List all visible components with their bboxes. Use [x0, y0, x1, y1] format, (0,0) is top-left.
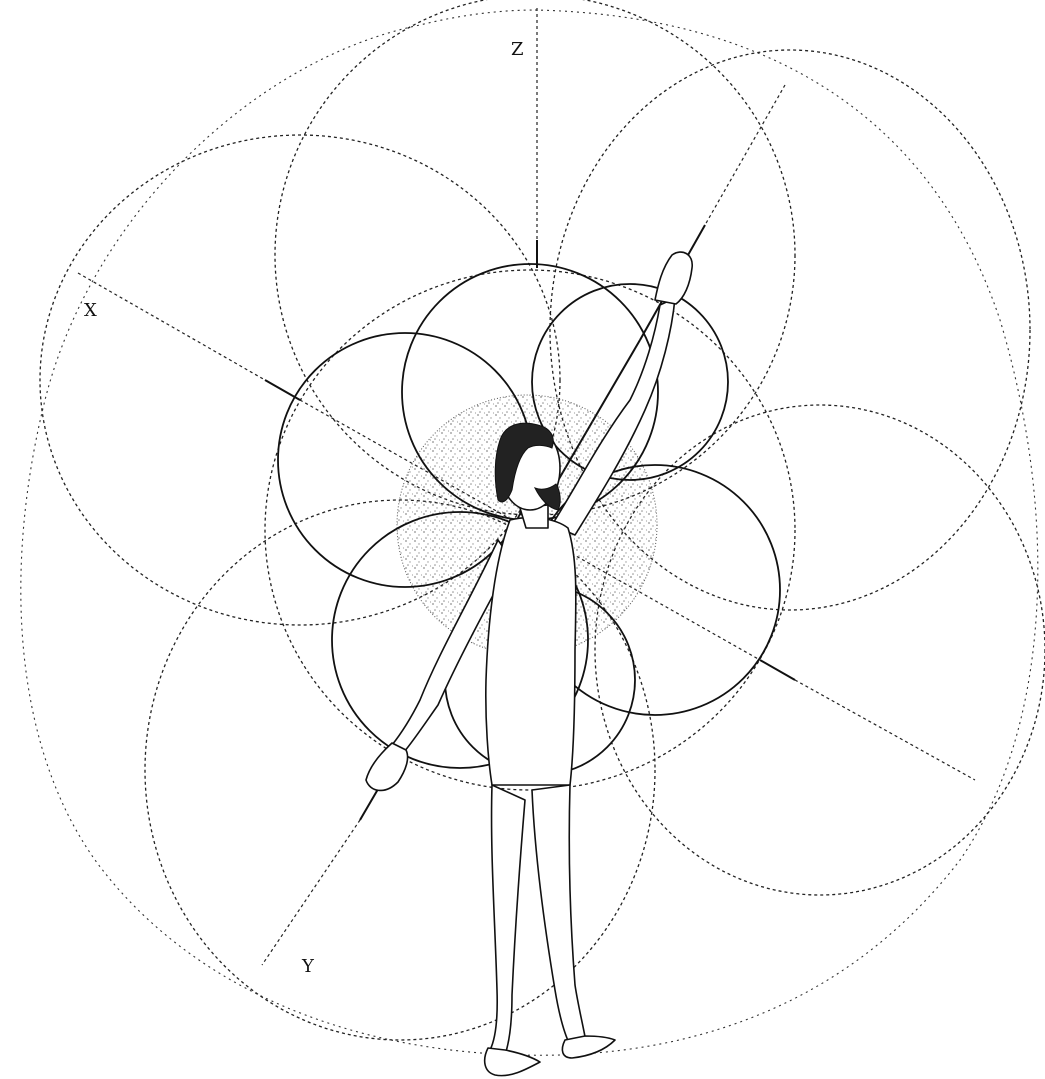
x-axis-label: X [84, 300, 97, 321]
y-axis-label: Y [301, 956, 315, 977]
human-figure [366, 252, 692, 1076]
z-axis-label: Z [511, 39, 524, 60]
